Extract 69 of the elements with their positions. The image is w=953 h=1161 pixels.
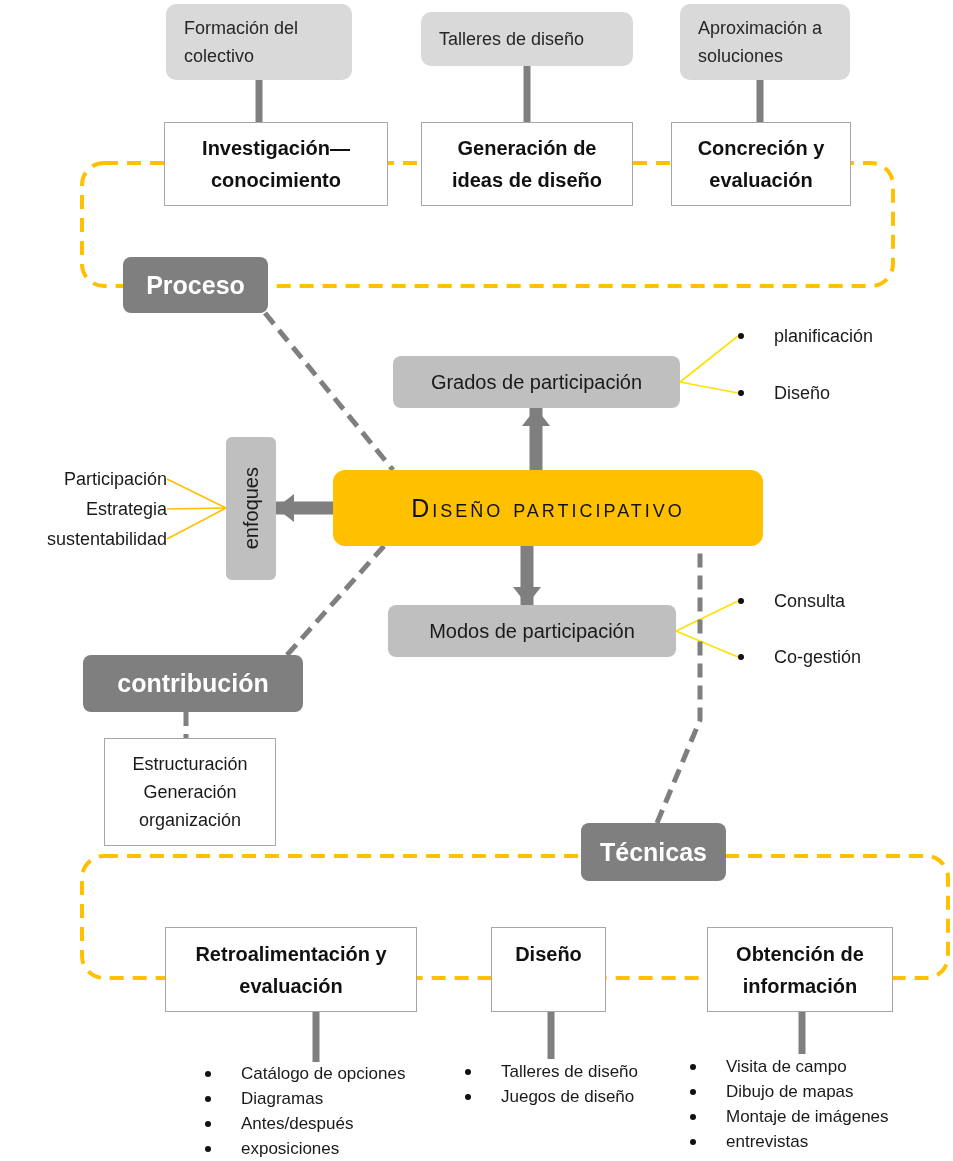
bullet-text: Diagramas xyxy=(241,1089,324,1110)
category-label: Técnicas xyxy=(600,837,707,867)
bullet-text: Talleres de diseño xyxy=(501,1061,639,1082)
bullet-text: Diseño xyxy=(774,382,831,404)
connector-line xyxy=(675,630,739,658)
stage-box xyxy=(707,927,893,1012)
central-box xyxy=(333,470,763,546)
aspect-box xyxy=(388,605,676,657)
item-label: organización xyxy=(138,809,242,832)
stage-label: Concreción y evaluación xyxy=(696,136,826,193)
connector-line xyxy=(166,507,227,510)
topic-box xyxy=(421,12,633,66)
bullet-text: exposiciones xyxy=(241,1138,340,1159)
bullet-text: Catálogo de opciones xyxy=(241,1064,406,1085)
topic-label: Talleres de diseño xyxy=(439,28,585,51)
bullet-text: entrevistas xyxy=(726,1131,809,1152)
category-box xyxy=(83,655,303,712)
bullet-text: Montaje de imágenes xyxy=(726,1106,889,1127)
topic-box xyxy=(680,4,850,80)
arrow xyxy=(513,546,541,605)
item-label: Estructuración xyxy=(132,753,248,776)
stage-box xyxy=(164,122,388,206)
connector-line xyxy=(679,335,739,383)
dashed-connector xyxy=(285,544,386,657)
aspect-label: Modos de participación xyxy=(429,619,635,643)
stage-label: Generación de ideas de diseño xyxy=(450,136,604,193)
stage-label: Diseño xyxy=(515,942,582,967)
connector-line xyxy=(675,600,739,632)
topic-label: Aproximación a soluciones xyxy=(698,17,824,68)
connector-line xyxy=(166,507,227,540)
category-label: contribución xyxy=(117,669,269,698)
bullet-text: Antes/después xyxy=(241,1113,354,1134)
dashed-connector xyxy=(263,311,395,472)
aspect-box xyxy=(393,356,680,408)
aspect-label: enfoques xyxy=(239,467,263,550)
item-box xyxy=(104,738,276,846)
category-label: Proceso xyxy=(146,270,245,300)
item-text: Participación xyxy=(63,468,167,490)
stage-box xyxy=(165,927,417,1012)
bullet-text: Consulta xyxy=(774,590,846,612)
category-box xyxy=(581,823,726,881)
dashed-connector xyxy=(183,712,189,738)
connector-line xyxy=(166,478,227,509)
bullet-text: Juegos de diseño xyxy=(501,1086,635,1107)
connector-line xyxy=(523,66,531,122)
connector-line xyxy=(756,80,764,122)
stage-label: Obtención de información xyxy=(735,941,865,999)
item-text: Estrategia xyxy=(85,498,167,520)
stage-box xyxy=(491,927,606,1012)
bullet-text: Dibujo de mapas xyxy=(726,1081,854,1102)
category-box xyxy=(123,257,268,313)
aspect-label: Grados de participación xyxy=(430,370,643,394)
bullet-text: Visita de campo xyxy=(726,1056,847,1077)
item-label: Generación xyxy=(143,781,237,804)
item-text: sustentabilidad xyxy=(46,528,167,550)
arrow xyxy=(522,408,550,470)
bullet-text: Co-gestión xyxy=(774,646,862,668)
central-label: Diseño participativo xyxy=(411,493,685,523)
aspect-box xyxy=(226,437,276,580)
connector-line xyxy=(255,80,263,122)
bullet-text: planificación xyxy=(774,325,874,347)
connector-line xyxy=(679,381,739,394)
topic-box xyxy=(166,4,352,80)
stage-box xyxy=(671,122,851,206)
stage-label: Investigación— conocimiento xyxy=(201,136,351,193)
stage-box xyxy=(421,122,633,206)
topic-label: Formación del colectivo xyxy=(184,17,300,68)
stage-label: Retroalimentación y evaluación xyxy=(194,941,388,999)
arrow xyxy=(276,494,333,522)
